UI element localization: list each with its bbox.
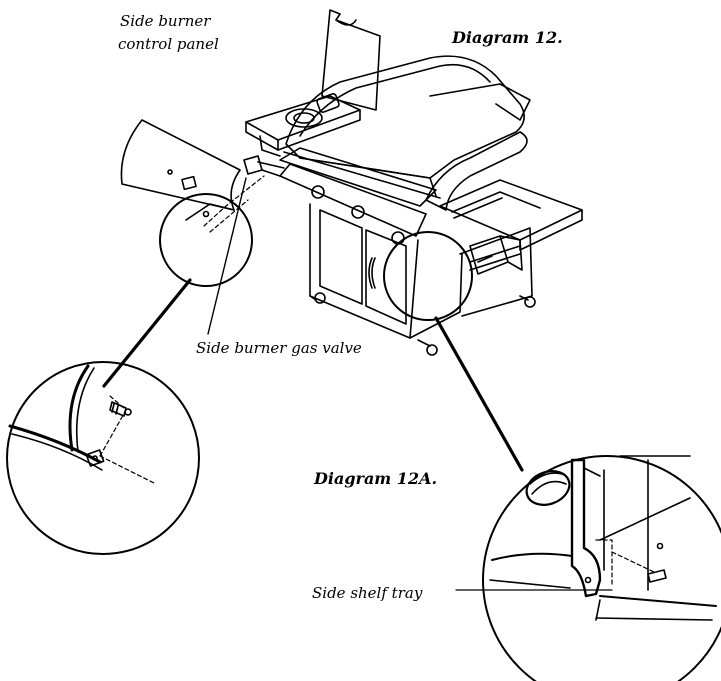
grill-door-handle [368,257,373,289]
grill-caster-1 [314,292,326,304]
diagram-title: Diagram 12. [452,28,563,47]
grill-back-panel-notch [335,19,357,26]
grill-knob-1 [311,185,325,199]
side-burner-ring [285,108,323,128]
callout-circle-left [159,193,253,287]
detail-left-screw [109,401,132,417]
detail-title: Diagram 12A. [314,469,438,488]
detail-right-knob [525,470,571,506]
grill-lid-emblem [316,93,340,113]
grill-left-shelf [245,95,361,141]
label-control-panel-line1: Side burner [120,12,211,30]
detail-right-bolt [647,542,667,583]
grill-drawing [243,9,583,356]
callout-circle-right [383,231,473,321]
grill-control-panel [279,163,427,237]
leader-line-left [102,278,192,388]
grill-caster-2 [426,344,438,356]
label-gas-valve: Side burner gas valve [196,339,362,357]
leader-line-valve [207,177,247,335]
detail-left-bracket [85,449,105,467]
grill-main-lid [285,55,525,179]
grill-cabinet [309,203,419,339]
grill-back-panel [321,9,381,111]
assembly-guide-lines [99,175,655,585]
side-burner-valve-body [243,155,263,175]
detail-circle-left [6,361,200,555]
label-shelf-tray: Side shelf tray [312,584,423,602]
grill-knob-2 [351,205,365,219]
leader-line-right [434,316,524,472]
side-burner-control-panel-part [120,119,241,221]
detail-circle-right [482,455,721,681]
label-control-panel-line2: control panel [118,35,219,53]
